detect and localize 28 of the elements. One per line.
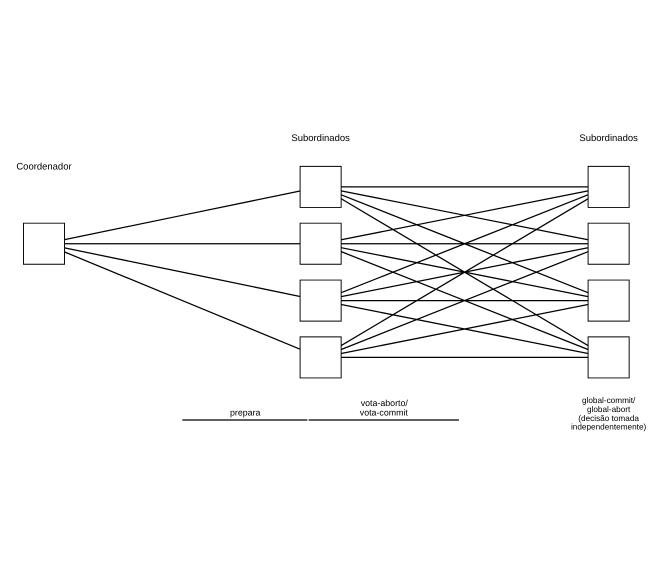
connector (340, 198, 588, 346)
connector (340, 250, 588, 350)
node-box (300, 165, 342, 208)
connector (341, 356, 588, 358)
label: Coordenador (16, 161, 72, 172)
node-box (300, 279, 342, 322)
connector (341, 246, 588, 297)
connector (340, 194, 588, 293)
node-box (588, 279, 630, 322)
connector (341, 190, 588, 240)
label: Subordinados (291, 132, 350, 144)
node-box (23, 222, 65, 264)
node-box (300, 222, 342, 264)
label: prepara (230, 407, 260, 418)
connector (341, 303, 588, 354)
label: Subordinados (579, 132, 638, 144)
connector (341, 242, 588, 244)
connector (64, 242, 300, 244)
node-box (588, 165, 630, 208)
connector (64, 250, 300, 350)
label: vota-aborto/ vota-commit (360, 398, 408, 418)
connector (341, 299, 588, 301)
node-box (588, 336, 630, 378)
node-box (300, 336, 342, 378)
node-box (588, 222, 630, 264)
connector (64, 190, 300, 240)
connector (341, 186, 588, 188)
connector (64, 246, 300, 297)
